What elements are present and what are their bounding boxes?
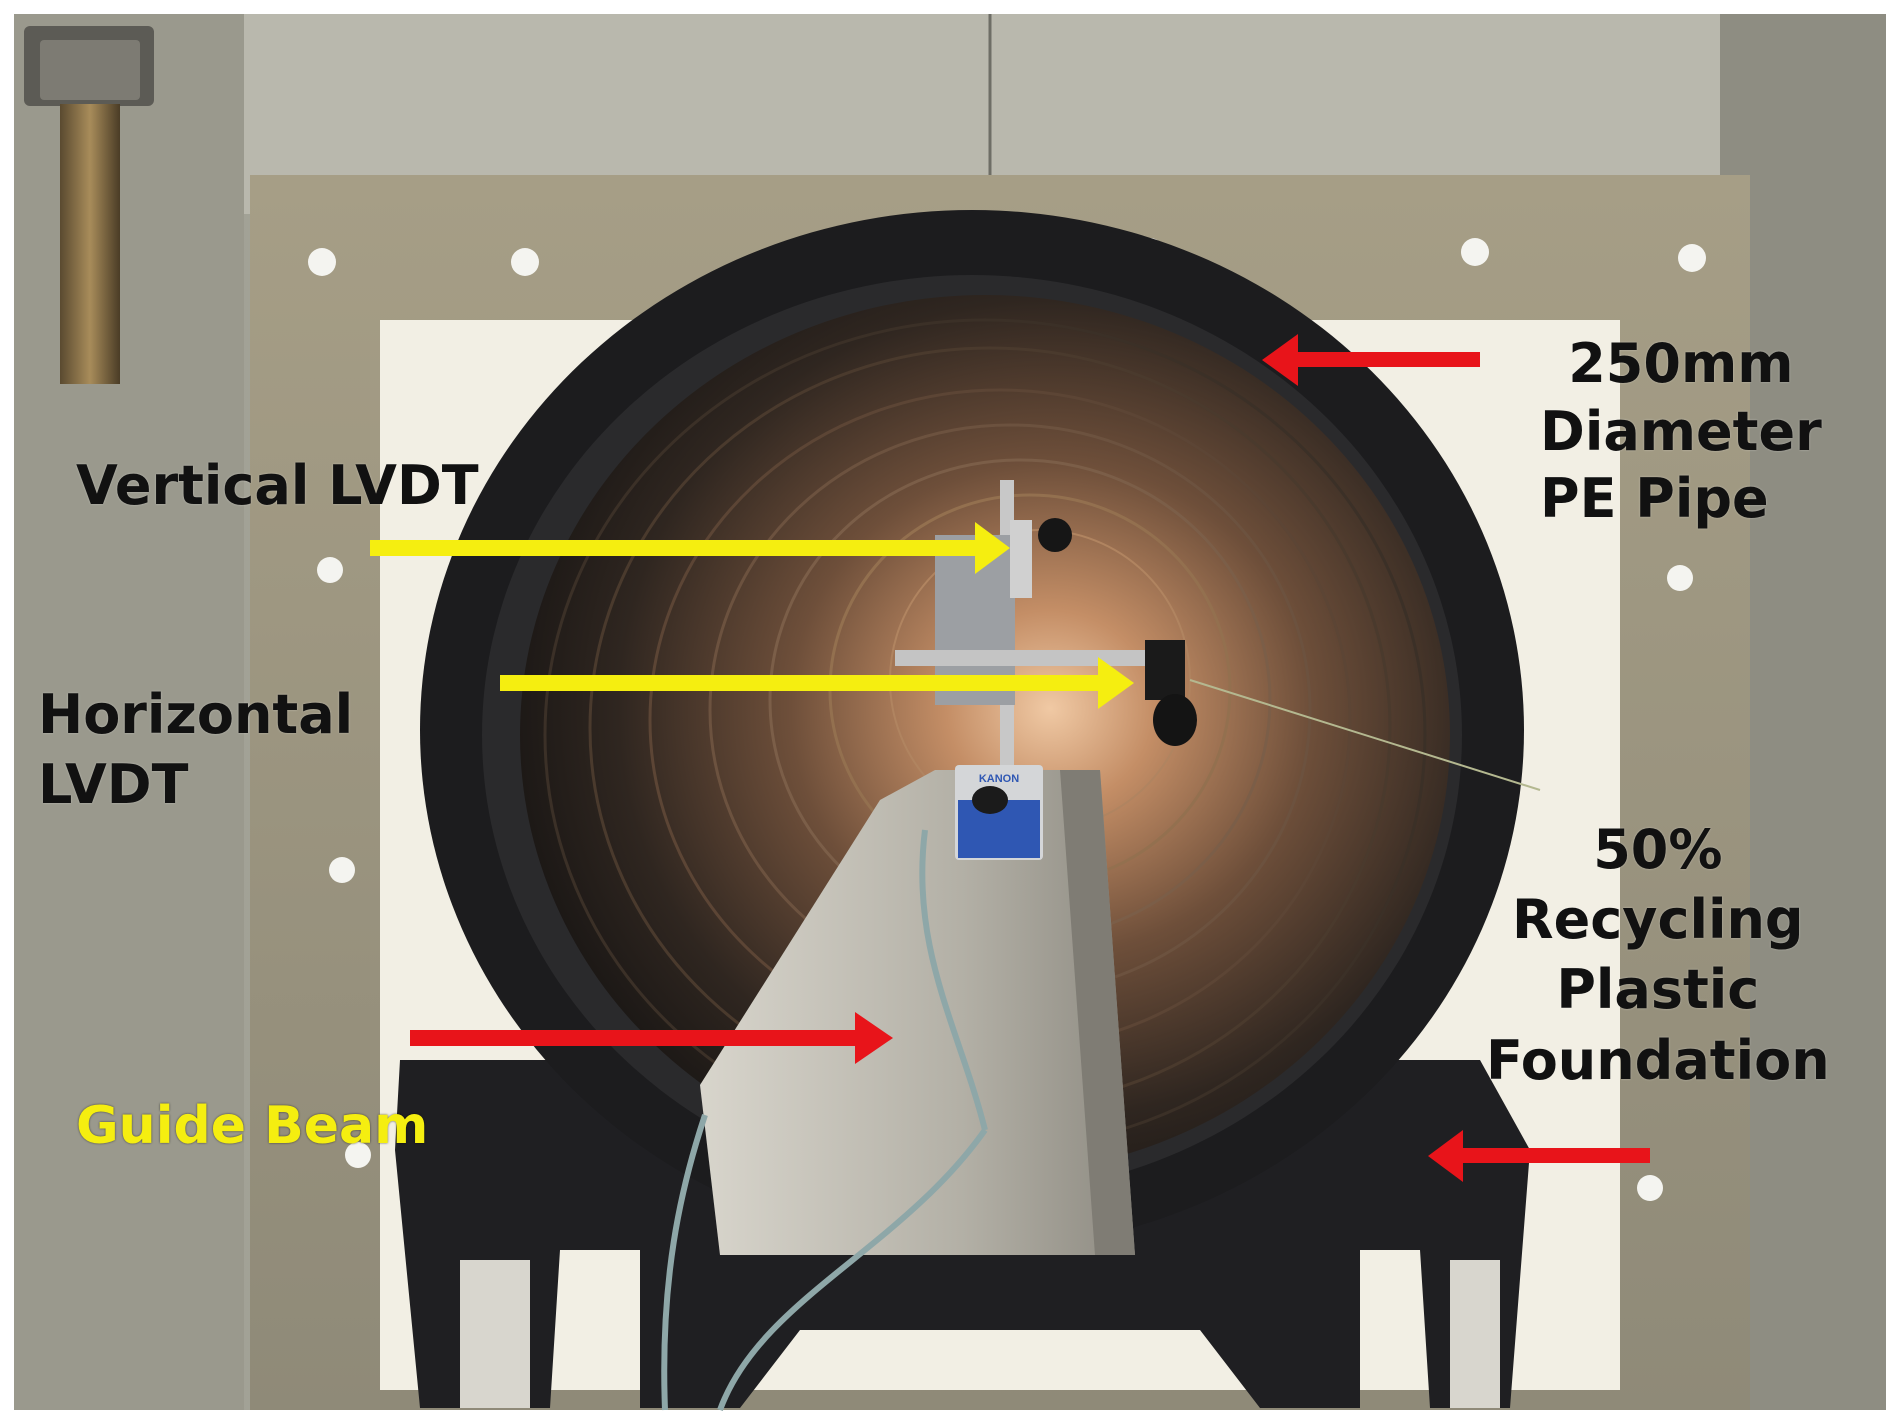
pipe-label-line-3: PE Pipe <box>1540 467 1769 530</box>
foundation-line-1: 50% <box>1593 818 1723 881</box>
cables <box>661 829 988 1412</box>
foundation-line-2: Recycling <box>1512 888 1804 952</box>
guide-beam-arrow <box>410 1012 893 1064</box>
vertical-lvdt-arrow <box>370 522 1010 574</box>
horizontal-lvdt-line-2: LVDT <box>38 753 189 817</box>
magnetic-base: KANON <box>955 765 1043 860</box>
pipe-arrow <box>1262 334 1480 386</box>
horizontal-lvdt-arrow <box>500 657 1134 709</box>
horizontal-lvdt-line-1: Horizontal <box>38 683 354 746</box>
vertical-lvdt-label: Vertical LVDT <box>76 454 479 517</box>
foundation-line-3: Plastic <box>1556 958 1760 1022</box>
guide-beam-label: Guide Beam <box>76 1096 429 1156</box>
foundation-arrow <box>1428 1130 1650 1182</box>
foundation-line-4: Foundation <box>1486 1028 1830 1092</box>
foundation-label: 50% Recycling Plastic Foundation <box>1486 815 1830 1096</box>
horizontal-lvdt-label: Horizontal LVDT <box>38 680 353 820</box>
anchor-bolt <box>24 26 154 384</box>
pipe-label-line-2: Diameter <box>1540 399 1822 463</box>
pipe-label: 250mm Diameter PE Pipe <box>1540 330 1822 533</box>
magnetic-base-brand: KANON <box>979 773 1019 785</box>
pipe-label-line-1: 250mm <box>1568 332 1794 395</box>
pe-pipe <box>420 210 1524 1250</box>
guide-beam <box>700 770 1135 1255</box>
